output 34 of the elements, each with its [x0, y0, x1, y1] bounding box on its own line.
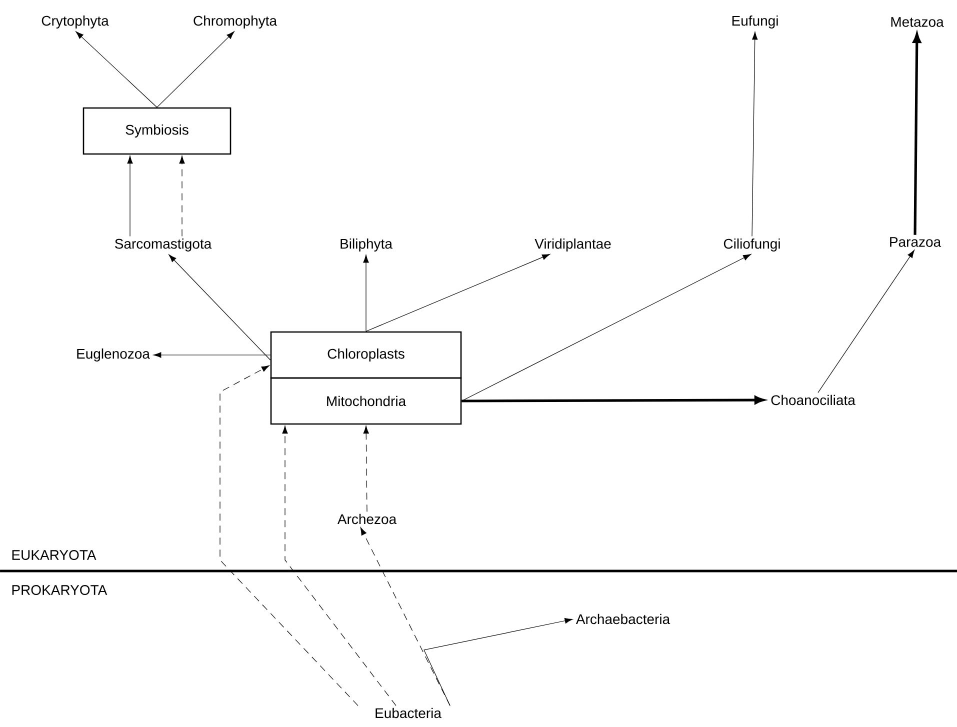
taxon-label: Biliphyta [340, 238, 392, 252]
taxon-label: Eufungi [732, 15, 778, 29]
arrow [424, 618, 573, 706]
taxon-label: Chromophyta [194, 15, 278, 29]
taxon-label: Sarcomastigota [115, 238, 212, 252]
taxon-label: Choanociliata [771, 394, 856, 406]
arrow [282, 426, 396, 706]
arrow [360, 527, 450, 706]
arrow [752, 32, 758, 237]
arrow [127, 156, 133, 237]
arrow [366, 254, 550, 332]
taxon-label: Eubacteria [376, 708, 442, 718]
labeled-box: Chloroplasts [270, 331, 462, 379]
arrow [156, 31, 234, 108]
taxon-label: Ciliofungi [724, 238, 780, 252]
taxon-label: Archaebacteria [576, 614, 670, 624]
arrow [153, 352, 271, 358]
taxon-label: Viridiplantae [534, 238, 611, 252]
taxon-label: Crytophyta [42, 15, 109, 29]
arrow [363, 426, 369, 512]
arrow [363, 254, 369, 332]
region-label: EUKARYOTA [12, 550, 96, 560]
arrow [76, 31, 158, 108]
region-label: PROKARYOTA [12, 585, 108, 595]
arrow [168, 254, 271, 360]
labeled-box: Mitochondria [270, 377, 462, 425]
taxon-label: Euglenozoa [77, 348, 150, 362]
arrow [220, 365, 358, 706]
labeled-box: Symbiosis [82, 107, 232, 155]
arrow [179, 156, 185, 237]
arrow [818, 250, 915, 393]
taxon-label: Parazoa [890, 237, 942, 247]
taxon-label: Metazoa [891, 17, 944, 27]
taxon-label: Archezoa [337, 514, 397, 524]
